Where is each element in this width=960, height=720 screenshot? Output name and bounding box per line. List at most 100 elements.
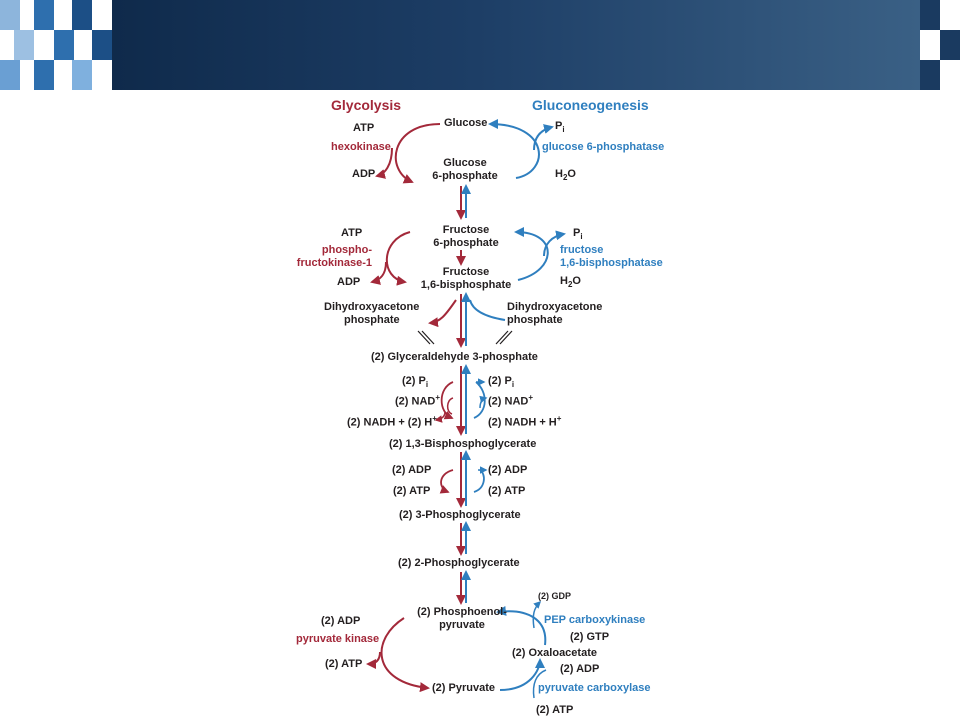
gapdh-glycolysis-nad: [446, 397, 454, 415]
glucose-6-phosphate-label: Glucose 6-phosphate: [420, 157, 510, 183]
dhap-right-line: [469, 299, 506, 321]
pyruvate-label: (2) Pyruvate: [432, 682, 495, 694]
pi-label: (2) Pi: [488, 375, 514, 391]
dhap-left-line2: phosphate: [344, 314, 400, 326]
gapdh-glycolysis-nadh: [434, 411, 446, 423]
fructose-6-phosphate-label: Fructose 6-phosphate: [418, 224, 514, 250]
header-tile: [14, 30, 34, 60]
pi-subscript: i: [425, 380, 429, 390]
h2o-subscript: 2: [567, 280, 573, 290]
3-phosphoglycerate-label: (2) 3-Phosphoglycerate: [399, 509, 521, 521]
central-arrow: [456, 521, 471, 556]
f16bp-line2: 1,6-bisphosphate: [420, 279, 512, 291]
atp-label: (2) ATP: [393, 485, 431, 497]
dhap-left-arrow: [428, 299, 457, 328]
central-arrow: [456, 450, 471, 508]
f16bp-line1: Fructose: [442, 266, 490, 278]
glucose-6-phosphatase-label: glucose 6-phosphatase: [542, 141, 665, 153]
nadh-label: (2) NADH + (2) H+: [347, 412, 437, 430]
glycolysis-title: Glycolysis: [331, 97, 402, 113]
adp-label: (2) ADP: [392, 464, 432, 476]
central-arrow: [456, 184, 471, 220]
oxaloacetate-label: (2) Oxaloacetate: [512, 647, 597, 659]
header-tile: [0, 0, 20, 30]
pi-label: Pi: [573, 227, 583, 243]
nad-label: (2) NAD+: [488, 391, 533, 409]
header-tile: [940, 30, 960, 60]
fbpase-arc: [514, 227, 549, 281]
fructose-16-bisphosphate-label: Fructose 1,6-bisphosphate: [410, 266, 522, 292]
fbpase-line2: 1,6-bisphosphatase: [560, 257, 663, 269]
pgk-gluconeo-arc: [473, 469, 485, 493]
13-bisphosphoglycerate-label: (2) 1,3-Bisphosphoglycerate: [389, 438, 537, 450]
pi-text: (2) P: [402, 375, 426, 387]
adp-label: ADP: [352, 168, 376, 180]
header-tile: [34, 60, 54, 90]
nad-label: (2) NAD+: [395, 391, 440, 409]
adp-label: ADP: [337, 276, 361, 288]
pi-text: P: [573, 227, 581, 239]
header-tile: [72, 0, 92, 30]
h2o-label: H2O: [555, 168, 576, 184]
pi-text: (2) P: [488, 375, 512, 387]
gapdh-gluconeo-nad: [479, 395, 488, 409]
h-text: H: [560, 275, 568, 287]
dhap-equilibrium-right: [495, 330, 513, 345]
glyceraldehyde-3-phosphate-label: (2) Glyceraldehyde 3-phosphate: [371, 351, 538, 363]
fbpase-pi-arc: [543, 230, 566, 257]
central-arrow: [456, 364, 471, 436]
nadh-superscript: +: [432, 414, 437, 423]
f6p-line1: Fructose: [442, 224, 490, 236]
pi-label: (2) Pi: [402, 375, 428, 391]
central-arrow: [456, 292, 471, 348]
atp-label: (2) ATP: [325, 658, 363, 670]
h2o-label: H2O: [560, 275, 581, 291]
pfk1-arc: [385, 231, 411, 286]
atp-label: (2) ATP: [536, 704, 574, 716]
central-arrow: [456, 570, 471, 605]
pep-line1: (2) Phosphoenol-: [417, 606, 507, 618]
pep-carboxykinase-label: PEP carboxykinase: [544, 614, 646, 626]
g6p-line1: Glucose: [443, 157, 487, 169]
header-tile: [0, 60, 20, 90]
hexokinase-arc: [394, 123, 441, 184]
gluconeogenesis-title: Gluconeogenesis: [532, 97, 649, 113]
pi-subscript: i: [511, 380, 515, 390]
dhap-equilibrium-left: [417, 330, 435, 345]
nadh-text: (2) NADH + H: [488, 416, 557, 429]
dhap-right-line1: Dihydroxyacetone: [507, 301, 603, 313]
g6pase-arc: [488, 119, 540, 179]
dhap-right-line2: phosphate: [507, 314, 563, 326]
gdp-label: (2) GDP: [538, 591, 572, 601]
o-text: O: [567, 168, 576, 180]
nadh-label: (2) NADH + H+: [488, 412, 561, 430]
phosphoenolpyruvate-label: (2) Phosphoenol- pyruvate: [408, 606, 516, 632]
pi-subscript: i: [580, 232, 583, 242]
glucose-label: Glucose: [444, 117, 488, 129]
pfk1-label: phospho- fructokinase-1: [290, 244, 372, 270]
header-banner: [112, 0, 920, 90]
o-text: O: [572, 275, 581, 287]
pepck-gdp-arc: [532, 600, 542, 629]
pgk-glycolysis-arc: [439, 469, 454, 494]
pyruvate-carboxylase-label: pyruvate carboxylase: [538, 682, 651, 694]
pi-subscript: i: [562, 125, 565, 135]
adp-label: (2) ADP: [321, 615, 361, 627]
nad-superscript: +: [528, 393, 534, 402]
dhap-left-line1: Dihydroxyacetone: [324, 301, 420, 313]
atp-label: ATP: [353, 122, 375, 134]
adp-label: (2) ADP: [488, 464, 528, 476]
hexokinase-label: hexokinase: [331, 141, 391, 153]
g6p-line2: 6-phosphate: [432, 170, 498, 182]
pi-text: P: [555, 120, 563, 132]
nadh-text: (2) NADH + (2) H: [347, 416, 433, 429]
nadh-superscript: +: [556, 414, 562, 423]
atp-label: ATP: [341, 227, 363, 239]
atp-label: (2) ATP: [488, 485, 526, 497]
gapdh-glycolysis-arc: [440, 381, 454, 420]
header-tile: [54, 30, 74, 60]
fbpase-line1: fructose: [560, 244, 604, 256]
h-text: H: [555, 168, 563, 180]
gtp-label: (2) GTP: [570, 631, 610, 643]
